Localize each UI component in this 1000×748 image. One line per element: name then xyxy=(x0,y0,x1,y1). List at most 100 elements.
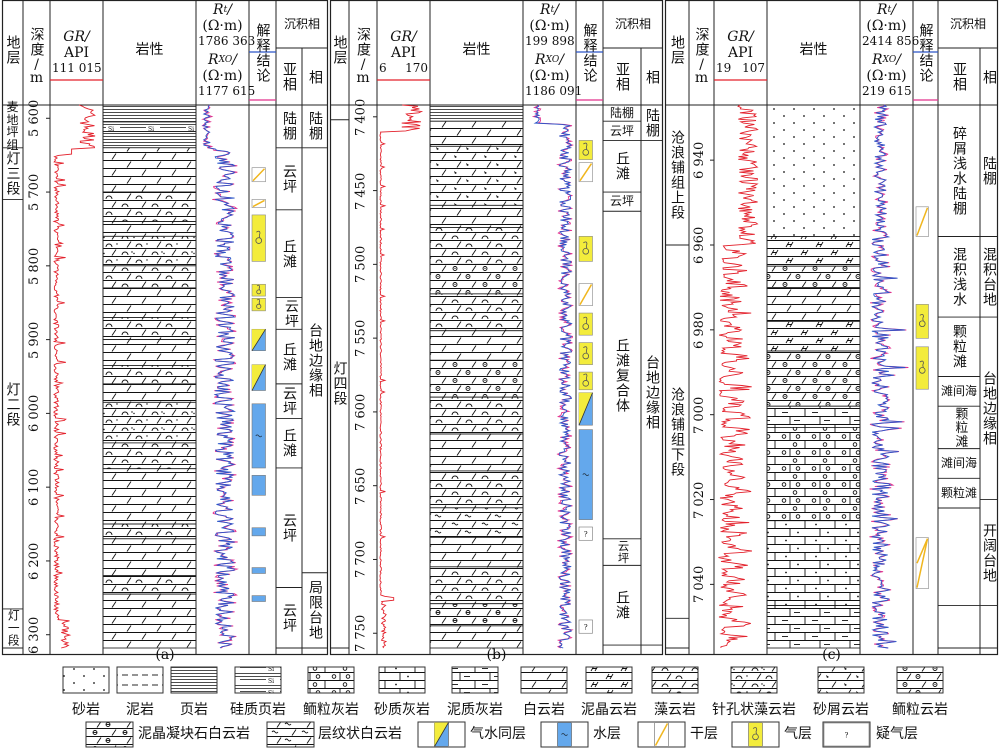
rt-curve xyxy=(533,104,573,649)
rt-unit: (Ω·m) xyxy=(866,17,907,34)
gr-unit: API xyxy=(390,44,417,61)
stratum-header: 地层 xyxy=(4,35,21,65)
panel-frame xyxy=(664,0,999,656)
rxo-unit: (Ω·m) xyxy=(529,67,570,84)
rt-header-part: / xyxy=(227,1,232,18)
subfacies-label: 丘滩 xyxy=(281,428,298,459)
lithology-interval-pinhole_algal_dol xyxy=(102,401,197,444)
legend-label: 硅质页岩 xyxy=(230,701,286,718)
interpretation-water xyxy=(251,567,266,574)
depth-unit: m xyxy=(29,69,44,86)
gas-symbol-icon xyxy=(256,303,262,309)
gr-curve xyxy=(52,104,96,649)
facies-header: 相 xyxy=(981,69,998,85)
subfacies-label: 丘滩 xyxy=(281,238,298,269)
facies-label: 开阔台地 xyxy=(981,522,998,583)
legend-label: 藻云岩 xyxy=(654,701,696,718)
legend-swatch-algal_dol xyxy=(651,666,699,694)
lithology-header: 岩性 xyxy=(799,41,828,58)
lithology-interval-oolitic_dol xyxy=(429,263,524,295)
lithology-interval-dolomite xyxy=(429,433,524,472)
stratum-label: 灯一段 xyxy=(6,609,21,648)
legend-swatch-micritic_dol xyxy=(585,666,633,694)
facies-label: 陆棚 xyxy=(644,107,661,138)
subfacies-label: 颗粒滩 xyxy=(940,485,977,500)
gr-header: GR/ xyxy=(727,28,754,45)
legend-label: 气水同层 xyxy=(470,726,526,743)
depth-tick-label: 5 600 xyxy=(27,99,43,137)
legend-swatch-sandstone xyxy=(62,666,110,694)
log-panel-c xyxy=(664,0,999,656)
legend-swatch-muddy_ls xyxy=(451,666,499,694)
rt-header-part: R xyxy=(540,1,551,18)
subfacies-label: 陆棚 xyxy=(609,105,634,120)
rxo-header-part: / xyxy=(896,51,901,68)
legend-label: 泥晶凝块石白云岩 xyxy=(138,726,250,743)
depth-tick-label: 6 100 xyxy=(27,468,43,506)
subfacies-label: 云坪 xyxy=(281,163,298,194)
subfacies-label: 滩间海 xyxy=(940,384,977,399)
subfacies-header: 亚相 xyxy=(951,62,968,92)
interpretation-gas xyxy=(251,283,266,297)
depth-tick-label: 7 750 xyxy=(353,614,369,652)
subfacies-header: 亚相 xyxy=(614,62,631,92)
gas-symbol-icon xyxy=(582,149,590,156)
facies-label: 混积台地 xyxy=(981,246,998,307)
gr-scale-min: 6 xyxy=(379,61,387,76)
lithology-interval-sandy_dol xyxy=(429,145,524,206)
legend-swatch-siliceous_shale xyxy=(234,666,282,694)
subfacies-label: 云坪 xyxy=(609,123,634,138)
svg-text:?: ? xyxy=(584,531,588,539)
lithology-header: 岩性 xyxy=(462,41,491,58)
lithology-interval-muddy_ls xyxy=(766,605,861,649)
interpretation-gas xyxy=(578,342,593,365)
interpretation-water xyxy=(251,527,266,537)
interpretation-gas xyxy=(915,304,929,339)
legend-label: 针孔状藻云岩 xyxy=(712,701,796,718)
gr-scale-min: 19 xyxy=(716,61,732,76)
subfacies-label: 丘滩 xyxy=(614,151,631,182)
gas-symbol-icon xyxy=(582,352,590,360)
rt-header-part: R xyxy=(877,1,888,18)
rt-header-part: / xyxy=(554,1,559,18)
rxo-header-part: R xyxy=(535,51,546,68)
interpretation-gas xyxy=(251,214,266,262)
depth-unit: m xyxy=(694,69,709,86)
depth-tick-label: 7 650 xyxy=(353,467,369,505)
interpretation-gas xyxy=(578,312,593,336)
rxo-header-part: / xyxy=(559,51,564,68)
interpretation-gas xyxy=(915,346,929,390)
gas-symbol-icon xyxy=(918,320,926,328)
gas-symbol-icon xyxy=(582,323,590,330)
rt-header-part: / xyxy=(891,1,896,18)
legend-dry-icon xyxy=(654,722,669,747)
lithology-interval-oolitic_dol xyxy=(429,359,524,398)
depth-header: 深度/ xyxy=(28,26,45,74)
depth-tick-label: 5 800 xyxy=(27,247,43,285)
depth-tick-label: 6 940 xyxy=(692,141,708,179)
rxo-unit: (Ω·m) xyxy=(866,67,907,84)
legend-gas-water-icon xyxy=(434,722,449,747)
legend-label: 鲕粒灰岩 xyxy=(303,701,359,718)
legend-label: 水层 xyxy=(593,726,621,743)
subfacies-label: 颗粒滩 xyxy=(952,406,968,449)
panel-caption: (b) xyxy=(486,646,507,663)
panel-caption: (a) xyxy=(155,646,175,663)
lithology-interval-oolitic_ls xyxy=(766,427,861,522)
stratum-label: 沧浪铺组下段 xyxy=(669,386,686,477)
gr-scale-max: 107 xyxy=(742,61,765,76)
legend-label: 白云岩 xyxy=(523,701,565,718)
stratum-header: 地层 xyxy=(669,35,686,65)
lithology-interval-algal_dol xyxy=(429,293,524,332)
